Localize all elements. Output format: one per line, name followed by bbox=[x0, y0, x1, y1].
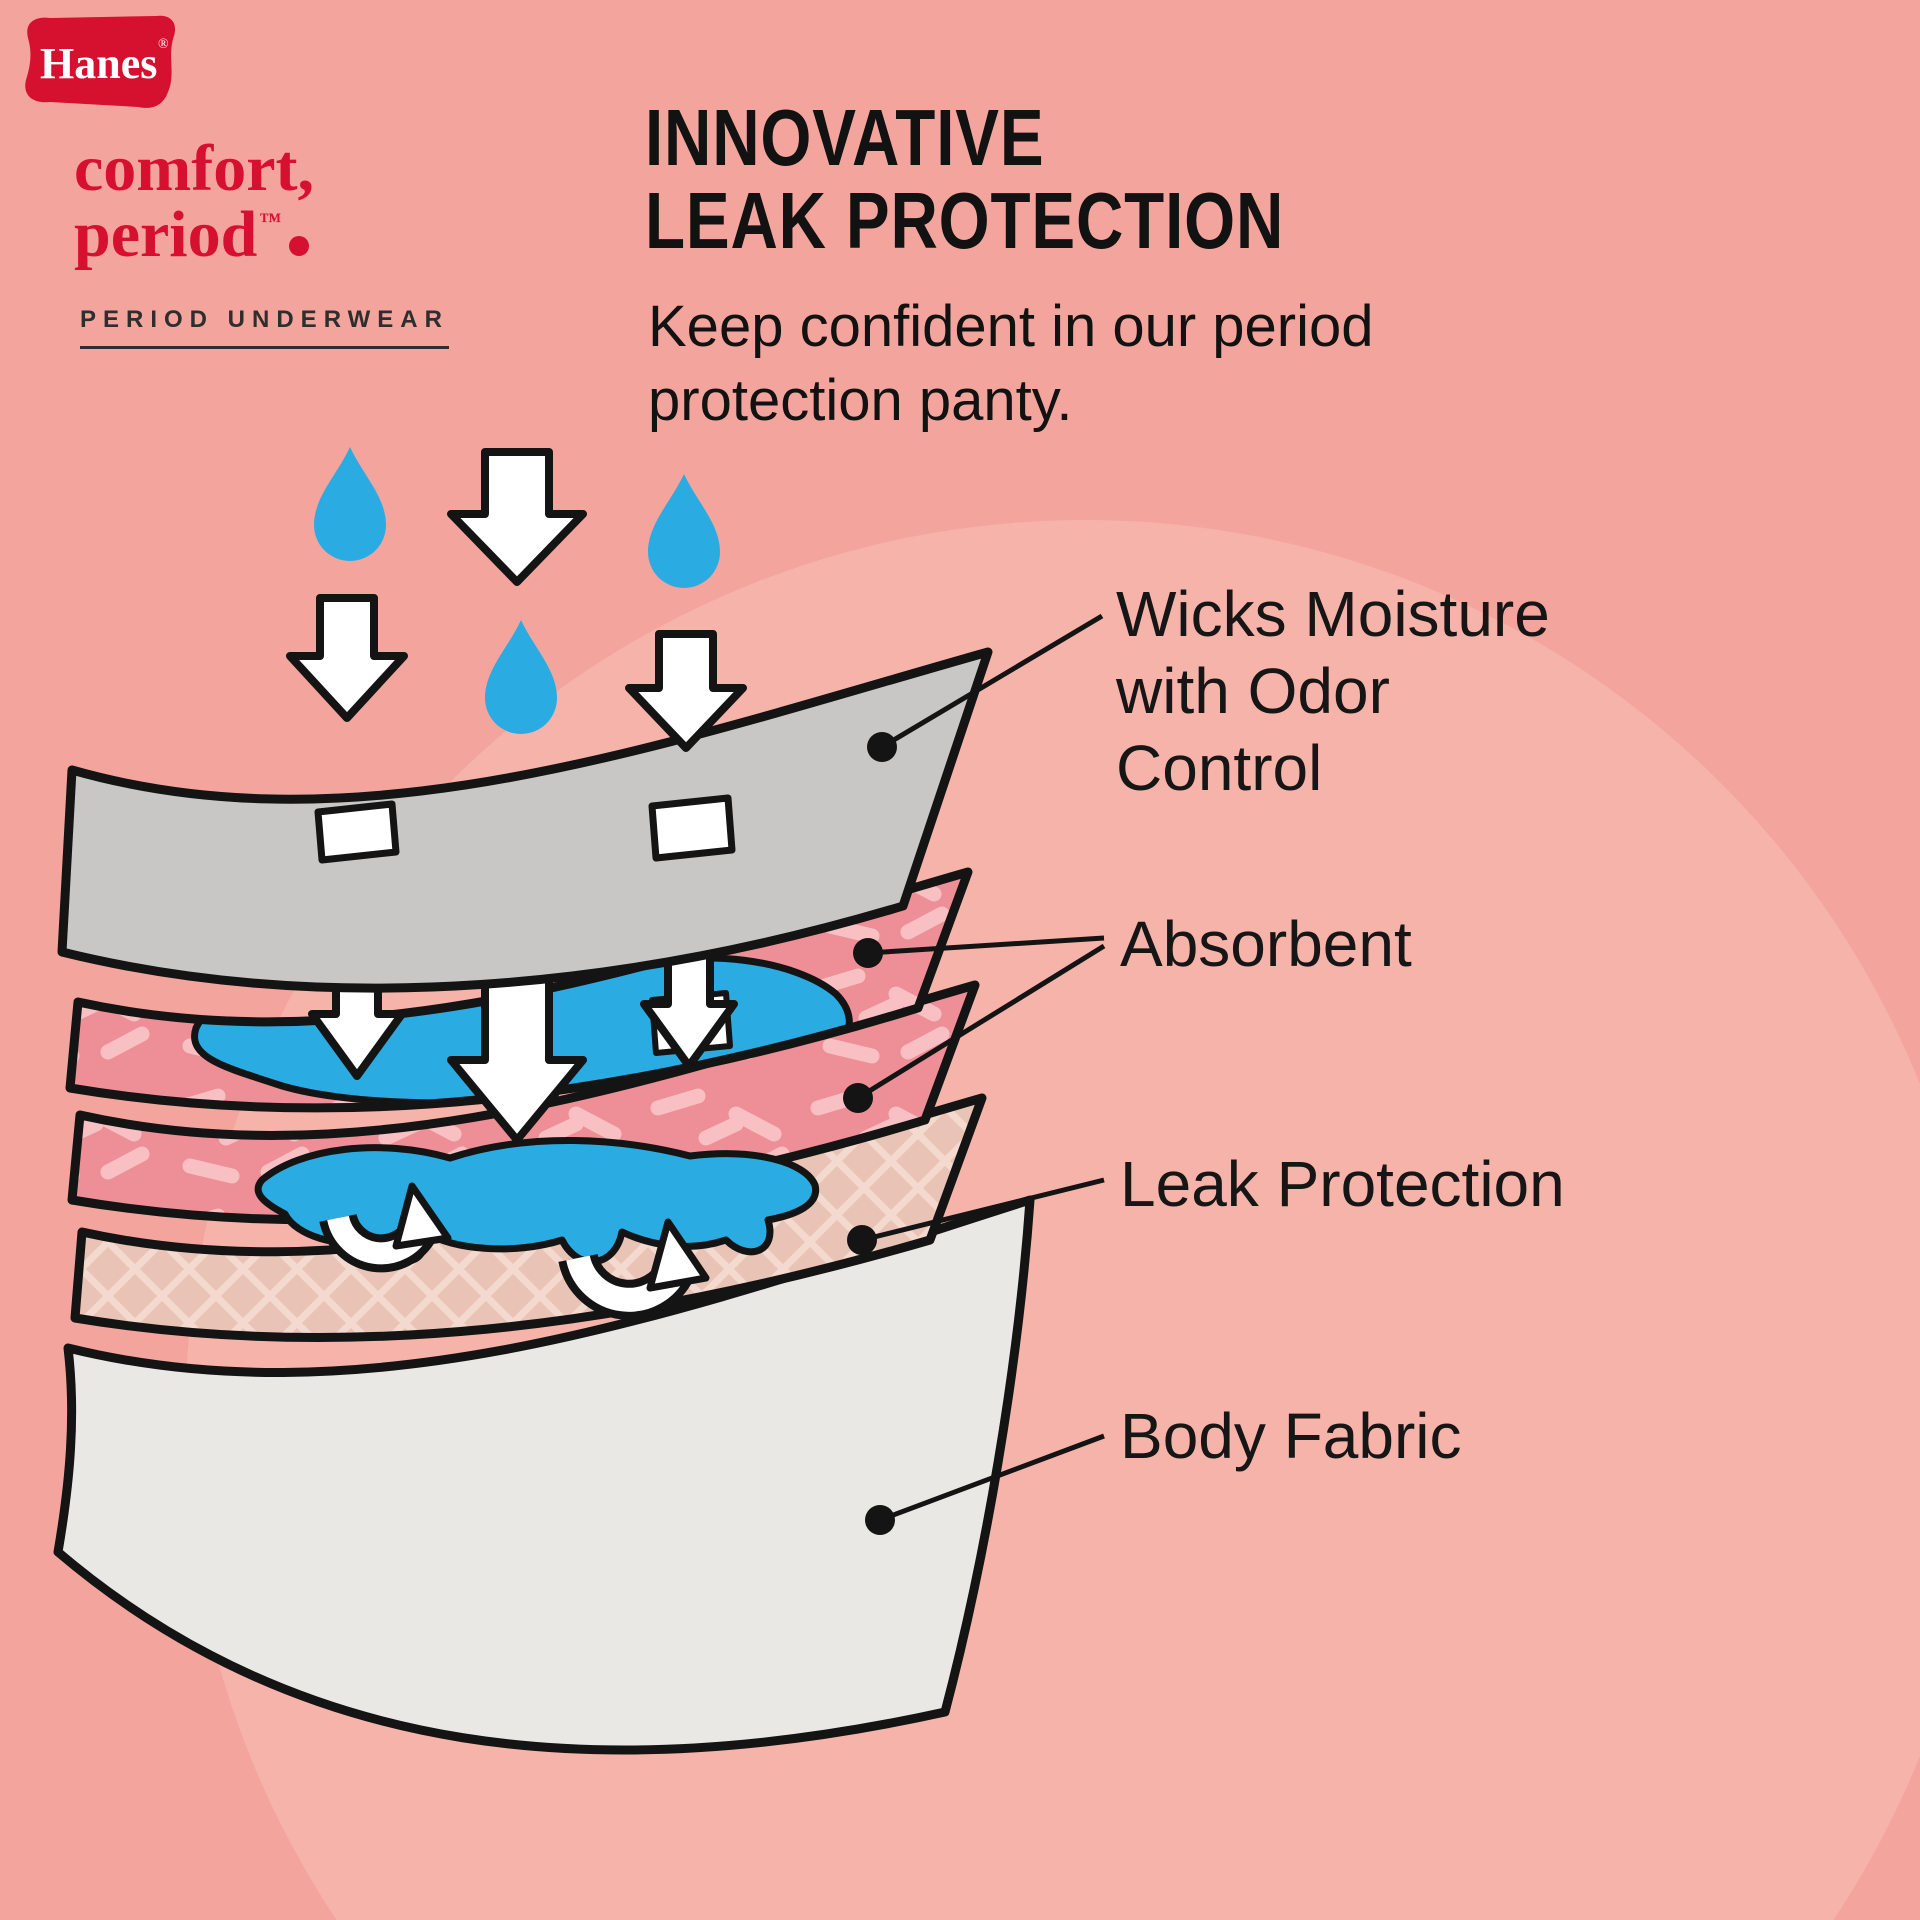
wordmark-line1: comfort, bbox=[74, 132, 315, 205]
down-arrow-icon bbox=[447, 448, 587, 586]
page-title: INNOVATIVE LEAK PROTECTION bbox=[645, 93, 1285, 266]
title-line2: LEAK PROTECTION bbox=[645, 176, 1285, 266]
label-body-fabric: Body Fabric bbox=[1120, 1400, 1462, 1472]
wordmark: comfort, period™ bbox=[74, 136, 314, 268]
hanes-logo: Hanes ® bbox=[25, 15, 176, 108]
label-leak-protection: Leak Protection bbox=[1120, 1148, 1565, 1220]
page-subtitle: Keep confident in our period protection … bbox=[648, 294, 1374, 434]
layer-body-fabric bbox=[53, 1195, 1035, 1755]
layer-slot bbox=[648, 794, 736, 862]
curve-arrow-icon bbox=[558, 1218, 710, 1320]
period-dot bbox=[289, 236, 310, 256]
curve-arrow-icon bbox=[319, 1182, 452, 1273]
hanes-flag-shape bbox=[25, 15, 176, 108]
water-drop-icon bbox=[485, 620, 557, 734]
label-wicks-moisture: Wicks Moisture with Odor Control bbox=[1116, 578, 1550, 804]
title-line1: INNOVATIVE bbox=[645, 93, 1045, 182]
down-arrow-icon bbox=[286, 594, 408, 722]
wordmark-line2: period™ bbox=[74, 202, 314, 268]
leader-dots bbox=[843, 732, 897, 1535]
hanes-logo-text: Hanes bbox=[40, 39, 157, 88]
label-absorbent: Absorbent bbox=[1120, 908, 1412, 980]
water-drop-icon bbox=[314, 447, 386, 561]
brand-tagline: PERIOD UNDERWEAR bbox=[80, 306, 449, 349]
leader-lines bbox=[856, 613, 1106, 1523]
water-drop-icon bbox=[648, 474, 720, 588]
trademark-symbol: ™ bbox=[259, 208, 282, 233]
hanes-logo-reg: ® bbox=[158, 37, 169, 52]
down-arrow-icon bbox=[625, 630, 747, 752]
layer-slot bbox=[314, 800, 400, 864]
layer-wicking-top bbox=[57, 647, 993, 993]
